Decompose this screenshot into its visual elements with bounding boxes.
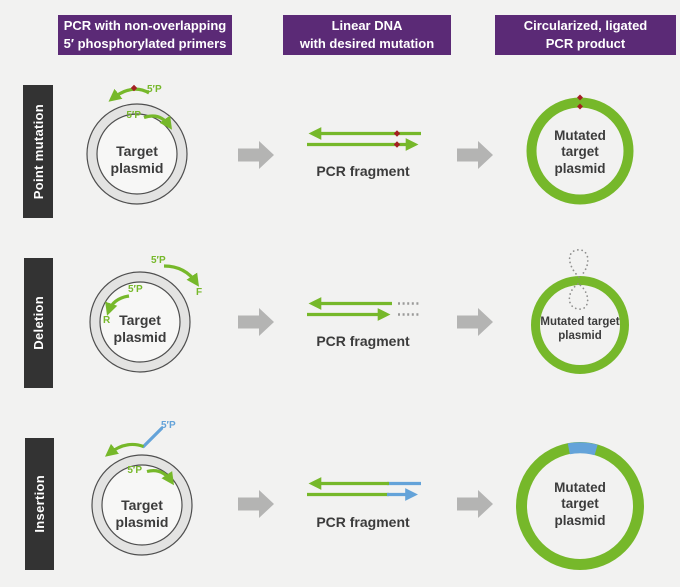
ligated-plasmid-ring bbox=[526, 97, 634, 205]
mutated-plasmid-label: Mutated target plasmid bbox=[554, 128, 606, 176]
product-insertion bbox=[516, 442, 644, 570]
plasmid-ring-outline bbox=[86, 103, 188, 205]
fragment-deletion bbox=[307, 297, 421, 321]
column-header-pcr: PCR with non-overlapping 5′ phosphorylat… bbox=[58, 15, 232, 55]
plasmid-ring bbox=[87, 104, 187, 204]
mutation-site-dot bbox=[393, 130, 401, 137]
step-arrow-icon bbox=[238, 308, 274, 336]
forward-primer-label: F bbox=[196, 287, 203, 298]
row-label-text: Insertion bbox=[32, 475, 47, 533]
plasmid-center bbox=[100, 282, 180, 362]
fragment-insertion bbox=[307, 477, 421, 501]
deleted-loop-outer bbox=[568, 249, 589, 278]
product-point-mutation bbox=[526, 94, 634, 205]
row-label-text: Point mutation bbox=[30, 103, 46, 200]
inner-primer-arrow bbox=[143, 114, 173, 130]
primer-label-5p: 5′P bbox=[127, 465, 142, 476]
column-header-linear-dna: Linear DNA with desired mutation bbox=[283, 15, 451, 55]
deleted-loop-inner bbox=[568, 283, 589, 310]
plasmid-insertion bbox=[91, 426, 193, 556]
outer-primer-arrow bbox=[105, 442, 145, 457]
plasmid-ring bbox=[92, 455, 192, 555]
inner-primer-arrow bbox=[146, 469, 175, 486]
pcr-fragment-label: PCR fragment bbox=[316, 333, 410, 349]
product-deletion bbox=[531, 249, 629, 374]
plasmid-ring-outline bbox=[91, 454, 193, 556]
ligated-plasmid-ring bbox=[531, 276, 629, 374]
column-header-circularized: Circularized, ligated PCR product bbox=[495, 15, 676, 55]
row-label-insertion: Insertion bbox=[25, 438, 54, 570]
step-arrow-icon bbox=[238, 490, 274, 518]
primer-label-5p: 5′P bbox=[128, 284, 143, 295]
step-arrow-icon bbox=[238, 141, 274, 169]
plasmid-ring-outline bbox=[89, 271, 191, 373]
mutation-site-dot bbox=[577, 103, 583, 110]
reverse-primer-label: R bbox=[103, 315, 111, 326]
pcr-fragment-label: PCR fragment bbox=[316, 163, 410, 179]
target-plasmid-label: Target plasmid bbox=[110, 143, 164, 176]
plasmid-ring-outline bbox=[96, 113, 178, 195]
insert-sequence-tail bbox=[141, 426, 164, 449]
primer-label-5p: 5′P bbox=[126, 110, 141, 121]
plasmid-center bbox=[97, 114, 177, 194]
plasmid-point-mutation bbox=[86, 84, 188, 205]
primer-label-5p: 5′P bbox=[147, 84, 162, 95]
plasmid-deletion bbox=[89, 264, 200, 373]
row-label-deletion: Deletion bbox=[24, 258, 53, 388]
step-arrow-icon bbox=[457, 141, 493, 169]
reverse-primer-arrow bbox=[105, 294, 130, 316]
target-plasmid-label: Target plasmid bbox=[113, 312, 167, 345]
mutated-plasmid-label: Mutated target plasmid bbox=[540, 316, 620, 343]
plasmid-ring-outline bbox=[101, 464, 183, 546]
mutated-plasmid-label: Mutated target plasmid bbox=[554, 480, 606, 528]
inserted-segment-arc bbox=[567, 442, 598, 456]
plasmid-ring bbox=[90, 272, 190, 372]
primer-label-5p-insert: 5′P bbox=[161, 420, 176, 431]
step-arrow-icon bbox=[457, 308, 493, 336]
outer-primer-arrow bbox=[108, 87, 150, 102]
row-label-point-mutation: Point mutation bbox=[23, 85, 53, 218]
step-arrows bbox=[238, 141, 493, 518]
mutation-site-dot bbox=[130, 84, 138, 92]
step-arrow-icon bbox=[457, 490, 493, 518]
plasmid-ring-outline bbox=[99, 281, 181, 363]
primer-label-5p: 5′P bbox=[151, 255, 166, 266]
target-plasmid-label: Target plasmid bbox=[115, 497, 169, 530]
row-label-text: Deletion bbox=[31, 296, 46, 350]
mutation-site-dot bbox=[577, 94, 583, 101]
mutation-site-dot bbox=[393, 141, 401, 148]
pcr-fragment-label: PCR fragment bbox=[316, 514, 410, 530]
fragment-point-mutation bbox=[307, 127, 421, 151]
forward-primer-arrow bbox=[163, 264, 200, 287]
